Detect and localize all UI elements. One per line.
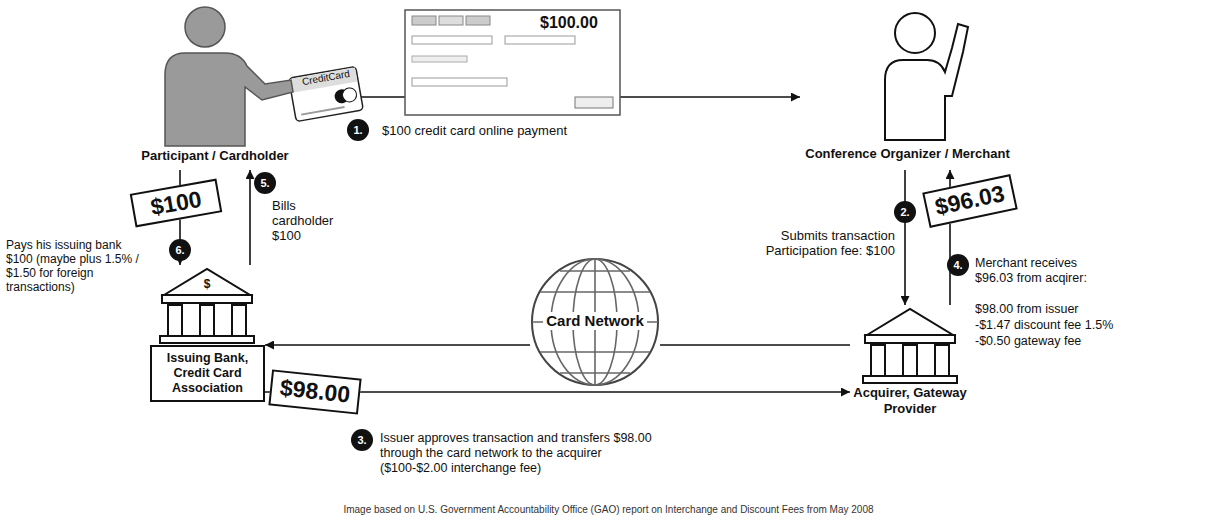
credit-card-picture (289, 66, 364, 121)
step-text: Issuer approves transaction and transfer… (380, 431, 660, 476)
node-shape (125, 0, 305, 170)
bank-symbol: $ (201, 277, 213, 292)
note-text: Pays his issuing bank $100 (maybe plus 1… (6, 238, 146, 294)
card-number-line (301, 106, 345, 116)
bank-base (863, 376, 957, 383)
form-field (412, 36, 492, 44)
fee-line: $98.00 from issuer (975, 302, 1175, 317)
acquirer-bank-node: Acquirer, Gateway Provider (850, 305, 970, 435)
web-form-screenshot (405, 10, 620, 115)
form-tab (412, 16, 436, 25)
bank-base (160, 336, 254, 343)
flow-arrow (249, 170, 251, 265)
bank-roof (164, 269, 250, 295)
fee-line: -$0.50 gateway fee (975, 334, 1175, 349)
amount-text: $100 (132, 181, 220, 225)
price-tag: $100 (130, 179, 223, 228)
figure-body (165, 53, 293, 146)
price-tag: $96.03 (922, 174, 1018, 228)
globe-parallel (560, 270, 630, 272)
callout-number: 3. (351, 429, 373, 451)
bank-column (903, 345, 917, 376)
step-text: $100 credit card online payment (382, 123, 642, 138)
step-text: Bills cardholder $100 (272, 198, 350, 243)
fee-line: -$1.47 discount fee 1.5% (975, 318, 1175, 333)
form-field (412, 56, 467, 62)
form-tab (466, 16, 490, 25)
flow-arrow (660, 344, 850, 346)
form-amount: $100.00 (540, 14, 615, 32)
card-logo (341, 87, 357, 103)
figure-body (885, 24, 968, 140)
step-text: Submits transaction Participation fee: $… (735, 228, 895, 258)
globe-outline (532, 259, 658, 385)
form-field (412, 78, 507, 86)
node-shape (800, 0, 1015, 170)
globe (532, 259, 658, 385)
figure-head (185, 7, 225, 47)
amount-text: $96.03 (925, 176, 1015, 223)
card-network-globe: Card Network (530, 257, 660, 387)
form-frame (405, 10, 620, 115)
form-tab (439, 16, 463, 25)
merchant-node: Conference Organizer / Merchant (800, 0, 1015, 170)
bank-roof (867, 309, 953, 335)
bank-column (200, 305, 214, 336)
globe-parallel (540, 291, 650, 293)
node-label: Conference Organizer / Merchant (800, 146, 1015, 162)
bank-column (168, 305, 182, 336)
card-body (289, 66, 364, 121)
bank-column (935, 345, 949, 376)
form-field (505, 36, 575, 44)
bank-building (160, 269, 254, 343)
amount-text: $98.00 (271, 372, 360, 411)
node-label: Card Network (543, 312, 647, 330)
node-label: Participant / Cardholder (125, 148, 305, 164)
caption: Image based on U.S. Government Accountab… (0, 504, 1217, 516)
merchant-figure (885, 13, 968, 140)
flow-arrow (904, 170, 906, 305)
figure-head (895, 13, 935, 53)
globe-parallel (540, 351, 650, 353)
bank-building (863, 309, 957, 383)
flow-arrow (265, 344, 530, 346)
step-text: Merchant receives $96.03 from acqirer: (975, 256, 1110, 286)
bank-beam (162, 295, 252, 303)
bank-column (232, 305, 246, 336)
bank-beam (865, 335, 955, 343)
callout-number: 2. (894, 201, 916, 223)
node-label: Acquirer, Gateway Provider (850, 385, 970, 417)
callout-number: 1. (347, 119, 369, 141)
bank-column (871, 345, 885, 376)
globe-parallel (560, 372, 630, 374)
cardholder-figure (165, 7, 293, 146)
price-tag: $98.00 (268, 369, 361, 414)
callout-number: 6. (169, 239, 191, 261)
callout-number: 5. (254, 172, 276, 194)
callout-number: 4. (947, 254, 969, 276)
form-button (575, 97, 613, 108)
cardholder-node: Participant / Cardholder (125, 0, 305, 170)
node-label: Issuing Bank, Credit Card Association (150, 345, 265, 402)
